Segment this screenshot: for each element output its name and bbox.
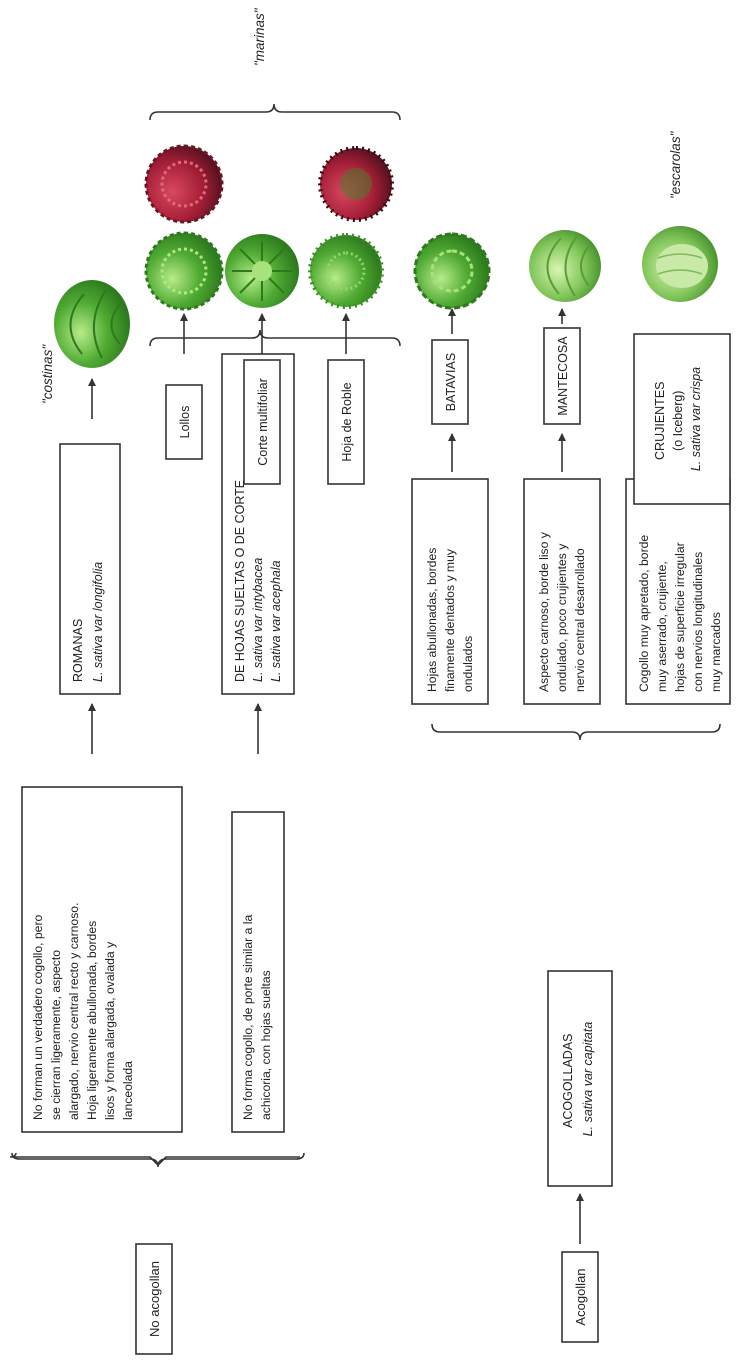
no-forma-desc: No forma cogollo, de porte similar a la …: [241, 911, 273, 1120]
no-cogollo-desc-box: No forman un verdadero cogollo, pero se …: [21, 786, 183, 1133]
no-acogollan-box: No acogollan: [135, 1243, 173, 1355]
iceberg-lettuce-icon: [642, 226, 718, 302]
batavias-label: BATAVIAS: [444, 353, 458, 411]
mantecosa-desc-box: Aspecto carnoso, borde liso y ondulado, …: [523, 478, 601, 705]
batavias-desc: Hojas abullonadas, bordes finamente dent…: [425, 544, 475, 692]
hoja-de-roble-label: Hoja de Roble: [340, 382, 354, 461]
marinas-brace: [149, 103, 401, 121]
mantecosa-desc: Aspecto carnoso, borde liso y ondulado, …: [537, 529, 587, 692]
green-oakleaf-lettuce-icon: [308, 233, 384, 309]
crujientes-desc: Cogollo muy apretado, borde muy aserrado…: [637, 531, 723, 692]
no-acogollan-label: No acogollan: [147, 1261, 162, 1337]
crujientes-desc-box: Cogollo muy apretado, borde muy aserrado…: [625, 478, 731, 705]
mantecosa-box: MANTECOSA: [543, 327, 581, 425]
hojas-sueltas-text: DE HOJAS SUELTAS O DE CORTE L. sativa va…: [233, 476, 283, 682]
crujientes-text: CRUJIENTES (o Iceberg) L. sativa var cri…: [653, 367, 703, 471]
no-cogollo-desc: No forman un verdadero cogollo, pero se …: [31, 899, 135, 1120]
batavias-desc-box: Hojas abullonadas, bordes finamente dent…: [411, 478, 489, 705]
batavia-lettuce-icon: [413, 232, 491, 310]
hoja-de-roble-box: Hoja de Roble: [327, 359, 365, 485]
escarolas-label: "escarolas": [668, 130, 683, 199]
acogolladas-brace: [431, 723, 721, 741]
batavias-box: BATAVIAS: [431, 339, 469, 425]
lollos-box: Lollos: [165, 384, 203, 460]
romanas-box: ROMANAS L. sativa var longifolia: [59, 443, 121, 695]
acogollan-label: Acogollan: [573, 1268, 588, 1325]
lollos-label: Lollos: [178, 406, 192, 439]
marinas-label: "marinas": [252, 7, 267, 66]
no-forma-desc-box: No forma cogollo, de porte similar a la …: [231, 811, 285, 1133]
hojas-sueltas-brace: [149, 329, 401, 347]
romanas-text: ROMANAS L. sativa var longifolia: [71, 562, 105, 682]
crujientes-box: CRUJIENTES (o Iceberg) L. sativa var cri…: [633, 333, 731, 505]
red-lollo-lettuce-icon: [144, 144, 224, 224]
romaine-lettuce-icon: [54, 280, 130, 368]
corte-multifoliar-box: Corte multifoliar: [243, 359, 281, 485]
acogollan-box: Acogollan: [561, 1251, 599, 1343]
costinas-label: "costinas": [40, 344, 55, 404]
acogolladas-text: ACOGOLLADAS L. sativa var capitata: [561, 1022, 595, 1137]
butterhead-lettuce-icon: [529, 230, 601, 302]
mantecosa-label: MANTECOSA: [556, 336, 570, 416]
green-lollo-lettuce-icon: [144, 231, 224, 311]
acogolladas-box: ACOGOLLADAS L. sativa var capitata: [547, 970, 613, 1187]
multileaf-lettuce-icon: [225, 234, 299, 308]
corte-multifoliar-label: Corte multifoliar: [256, 378, 270, 466]
red-oakleaf-lettuce-icon: [318, 146, 394, 222]
